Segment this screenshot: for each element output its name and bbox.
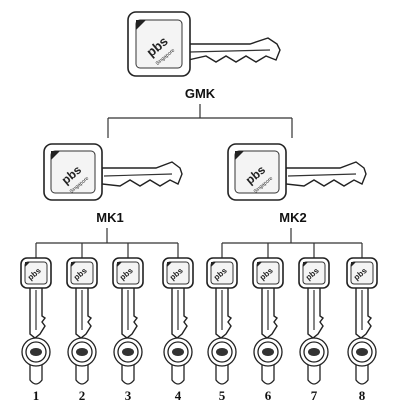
change-key-7: pbs [298,257,330,339]
lock-number-5: 5 [218,388,226,403]
lock-number-8: 8 [358,388,366,403]
change-key-5: pbs [206,257,238,339]
lock-number-7: 7 [310,388,318,403]
cylinder-8 [347,337,377,385]
lock-number-3: 3 [124,388,132,403]
cylinder-4 [163,337,193,385]
mk2-label: MK2 [279,210,307,225]
lock-number-6: 6 [264,388,272,403]
gmk-label: GMK [184,86,216,101]
cylinder-3 [113,337,143,385]
lock-number-2: 2 [78,388,86,403]
lock-number-1: 1 [32,388,40,403]
change-key-4: pbs [162,257,194,339]
change-key-3: pbs [112,257,144,339]
cylinder-6 [253,337,283,385]
mk2-key: pbs Singapore [227,143,367,201]
cylinder-1 [21,337,51,385]
cylinder-5 [207,337,237,385]
gmk-key: pbs Singapore [127,11,281,77]
mk1-label: MK1 [96,210,124,225]
cylinder-2 [67,337,97,385]
mk1-key: pbs Singapore [43,143,183,201]
lock-number-4: 4 [174,388,182,403]
change-key-6: pbs [252,257,284,339]
change-key-1: pbs [20,257,52,339]
change-key-8: pbs [346,257,378,339]
change-key-2: pbs [66,257,98,339]
connector-lines [35,104,363,258]
cylinder-7 [299,337,329,385]
